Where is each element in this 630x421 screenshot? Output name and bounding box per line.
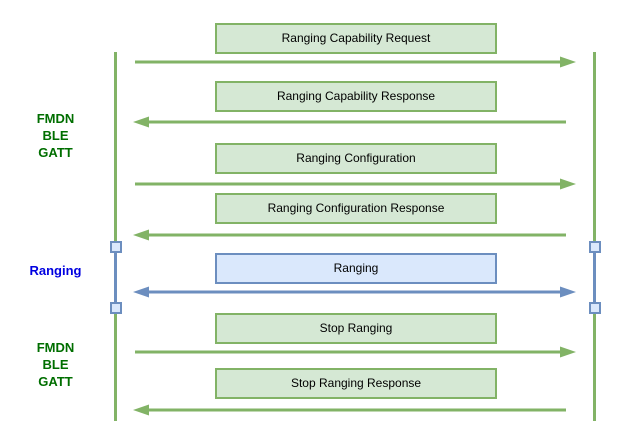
lifeline-left xyxy=(114,52,117,421)
side-label-ranging: Ranging xyxy=(8,262,103,279)
arrow-ranging-configuration xyxy=(135,178,576,190)
side-label-fmdn-ble-gatt-bottom: FMDN BLE GATT xyxy=(8,339,103,390)
arrow-ranging-bidirectional xyxy=(133,286,576,298)
message-box-ranging-capability-request: Ranging Capability Request xyxy=(215,23,497,54)
lifeline-ranging-segment-right xyxy=(593,247,596,308)
arrow-ranging-configuration-response xyxy=(133,229,566,241)
arrow-stop-ranging xyxy=(135,346,576,358)
arrow-head-left xyxy=(133,286,149,298)
arrow-head-right xyxy=(560,178,576,190)
side-label-line: BLE xyxy=(42,128,69,143)
lifeline-ranging-segment-left xyxy=(114,247,117,308)
message-box-ranging-capability-response: Ranging Capability Response xyxy=(215,81,497,112)
activation-marker xyxy=(110,302,122,314)
arrow-head-left xyxy=(133,229,149,241)
arrow-head-right xyxy=(560,56,576,68)
arrow-head-right xyxy=(560,346,576,358)
activation-marker xyxy=(110,241,122,253)
lifeline-right xyxy=(593,52,596,421)
message-box-ranging-configuration: Ranging Configuration xyxy=(215,143,497,174)
side-label-line: Ranging xyxy=(29,263,82,278)
message-box-stop-ranging-response: Stop Ranging Response xyxy=(215,368,497,399)
activation-marker xyxy=(589,241,601,253)
arrow-ranging-capability-response xyxy=(133,116,566,128)
side-label-line: GATT xyxy=(38,145,73,160)
side-label-line: FMDN xyxy=(36,111,75,126)
side-label-fmdn-ble-gatt-top: FMDN BLE GATT xyxy=(8,110,103,161)
arrow-ranging-capability-request xyxy=(135,56,576,68)
arrow-stop-ranging-response xyxy=(133,404,566,416)
side-label-line: GATT xyxy=(38,374,73,389)
side-label-line: BLE xyxy=(42,357,69,372)
activation-marker xyxy=(589,302,601,314)
side-label-line: FMDN xyxy=(36,340,75,355)
arrow-head-left xyxy=(133,116,149,128)
message-box-ranging: Ranging xyxy=(215,253,497,284)
message-box-stop-ranging: Stop Ranging xyxy=(215,313,497,344)
arrow-head-left xyxy=(133,404,149,416)
message-box-ranging-configuration-response: Ranging Configuration Response xyxy=(215,193,497,224)
arrow-head-right xyxy=(560,286,576,298)
